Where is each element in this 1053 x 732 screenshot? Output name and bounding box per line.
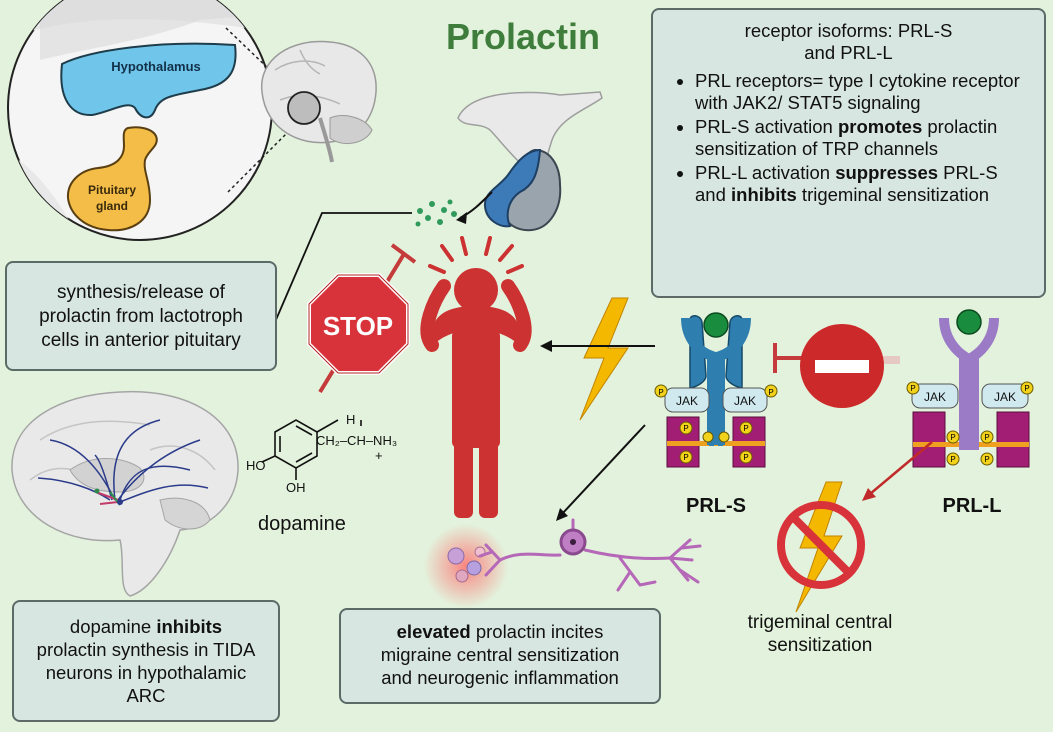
dopamine-label: dopamine [258, 513, 346, 535]
bullet-text: PRL-S and [695, 162, 998, 205]
page-title: Prolactin [446, 16, 601, 57]
dopamine-ho: HO [246, 458, 266, 473]
bullet-bold: promotes [837, 116, 923, 137]
receptor-heading-line1: receptor isoforms: PRL-S [744, 20, 953, 41]
elevated-bold: elevated [396, 621, 471, 642]
dopamine-h: H [346, 412, 355, 427]
brain-sagittal [11, 390, 239, 597]
receptor-bullet: PRL receptors= type I cytokine receptor … [695, 70, 1028, 114]
phosphate-label: P [658, 388, 663, 397]
stressed-person-icon [420, 236, 532, 518]
bullet-bold: inhibits [731, 184, 797, 205]
dopamine-chain: CH₂–CH–NH₃ [316, 433, 397, 448]
synthesis-line1: synthesis/release of [57, 282, 225, 303]
phosphate-label: P [743, 424, 748, 433]
bullet-text: PRL receptors= type I cytokine receptor … [695, 70, 1020, 113]
pituitary-label: Pituitary [88, 183, 136, 197]
prohibited-sensitization-icon [777, 481, 865, 613]
bullet-text: trigeminal sensitization [796, 184, 990, 205]
prl-s-jak-left: JAK [676, 394, 698, 408]
dopamine-box-line2: prolactin synthesis in TIDA [36, 639, 256, 660]
no-entry-icon [773, 324, 900, 408]
prl-s-jak-right: JAK [734, 394, 756, 408]
elevated-rest: prolactin incites [470, 621, 604, 642]
phosphate-label: P [950, 433, 955, 442]
phosphate-label: P [984, 433, 989, 442]
brain-top [261, 40, 377, 163]
hypothalamus-label: Hypothalamus [111, 59, 201, 74]
prl-s-label: PRL-S [686, 495, 746, 517]
prl-l-jak-right: JAK [994, 390, 1016, 404]
phosphate-label: P [1024, 384, 1029, 393]
dopamine-box-line3: neurons in hypothalamic [45, 662, 247, 683]
prl-l-receptor [911, 309, 1030, 468]
synthesis-line2: prolactin from lactotroph [39, 306, 243, 327]
phosphate-label: P [683, 453, 688, 462]
dopamine-inhibits-box: dopamine inhibits prolactin synthesis in… [12, 600, 280, 722]
stop-label: STOP [323, 311, 393, 341]
phosphate-label: P [950, 455, 955, 464]
prl-l-jak-left: JAK [924, 390, 946, 404]
brain-inset: Hypothalamus Pituitary gland [7, 0, 273, 241]
phosphate-label: P [984, 455, 989, 464]
receptor-heading-line2: and PRL-L [804, 42, 893, 63]
stop-sign: STOP [307, 243, 417, 394]
phosphate-label: P [768, 388, 773, 397]
dopamine-box-bold: inhibits [156, 616, 223, 637]
synthesis-line3: cells in anterior pituitary [41, 330, 241, 351]
lightning-icon [579, 297, 629, 421]
prl-l-label: PRL-L [943, 495, 1002, 517]
pituitary-illustration [457, 91, 603, 232]
elevated-line2: migraine central sensitization [380, 644, 620, 665]
synthesis-box: synthesis/release of prolactin from lact… [5, 261, 277, 371]
receptor-box-heading: receptor isoforms: PRL-S and PRL-L [669, 20, 1028, 64]
neuron-icon [478, 518, 702, 592]
elevated-prolactin-box: elevated prolactin incites migraine cent… [339, 608, 661, 704]
trigeminal-line2: sensitization [768, 635, 873, 656]
receptor-bullet-list: PRL receptors= type I cytokine receptor … [669, 70, 1028, 206]
trigeminal-line1: trigeminal central [748, 612, 893, 633]
prl-s-receptor [664, 312, 768, 468]
pituitary-shape [66, 126, 158, 232]
dopamine-box-pre: dopamine [69, 616, 157, 637]
dopamine-box-line4: ARC [126, 685, 166, 706]
gland-label: gland [96, 199, 128, 213]
elevated-line3: and neurogenic inflammation [381, 667, 619, 688]
bullet-text: PRL-L activation [695, 162, 836, 183]
receptor-bullet: PRL-S activation promotes prolactin sens… [695, 116, 1028, 160]
phosphate-label: P [743, 453, 748, 462]
hypothalamus-shape [60, 42, 237, 119]
prl-s-phosphates [654, 384, 778, 464]
phosphate-label: P [910, 384, 915, 393]
receptor-info-box: receptor isoforms: PRL-S and PRL-L PRL r… [651, 8, 1046, 298]
receptor-bullet: PRL-L activation suppresses PRL-S and in… [695, 162, 1028, 206]
dopamine-oh: OH [286, 480, 306, 495]
bullet-text: prolactin sensitization of TRP channels [695, 116, 998, 159]
phosphate-label: P [683, 424, 688, 433]
prolactin-particles [415, 199, 457, 227]
dopamine-structure [261, 419, 362, 480]
bullet-bold: suppresses [835, 162, 939, 183]
bullet-text: PRL-S activation [695, 116, 838, 137]
dopamine-plus: + [375, 448, 383, 463]
prl-l-phosphates [906, 381, 1034, 466]
